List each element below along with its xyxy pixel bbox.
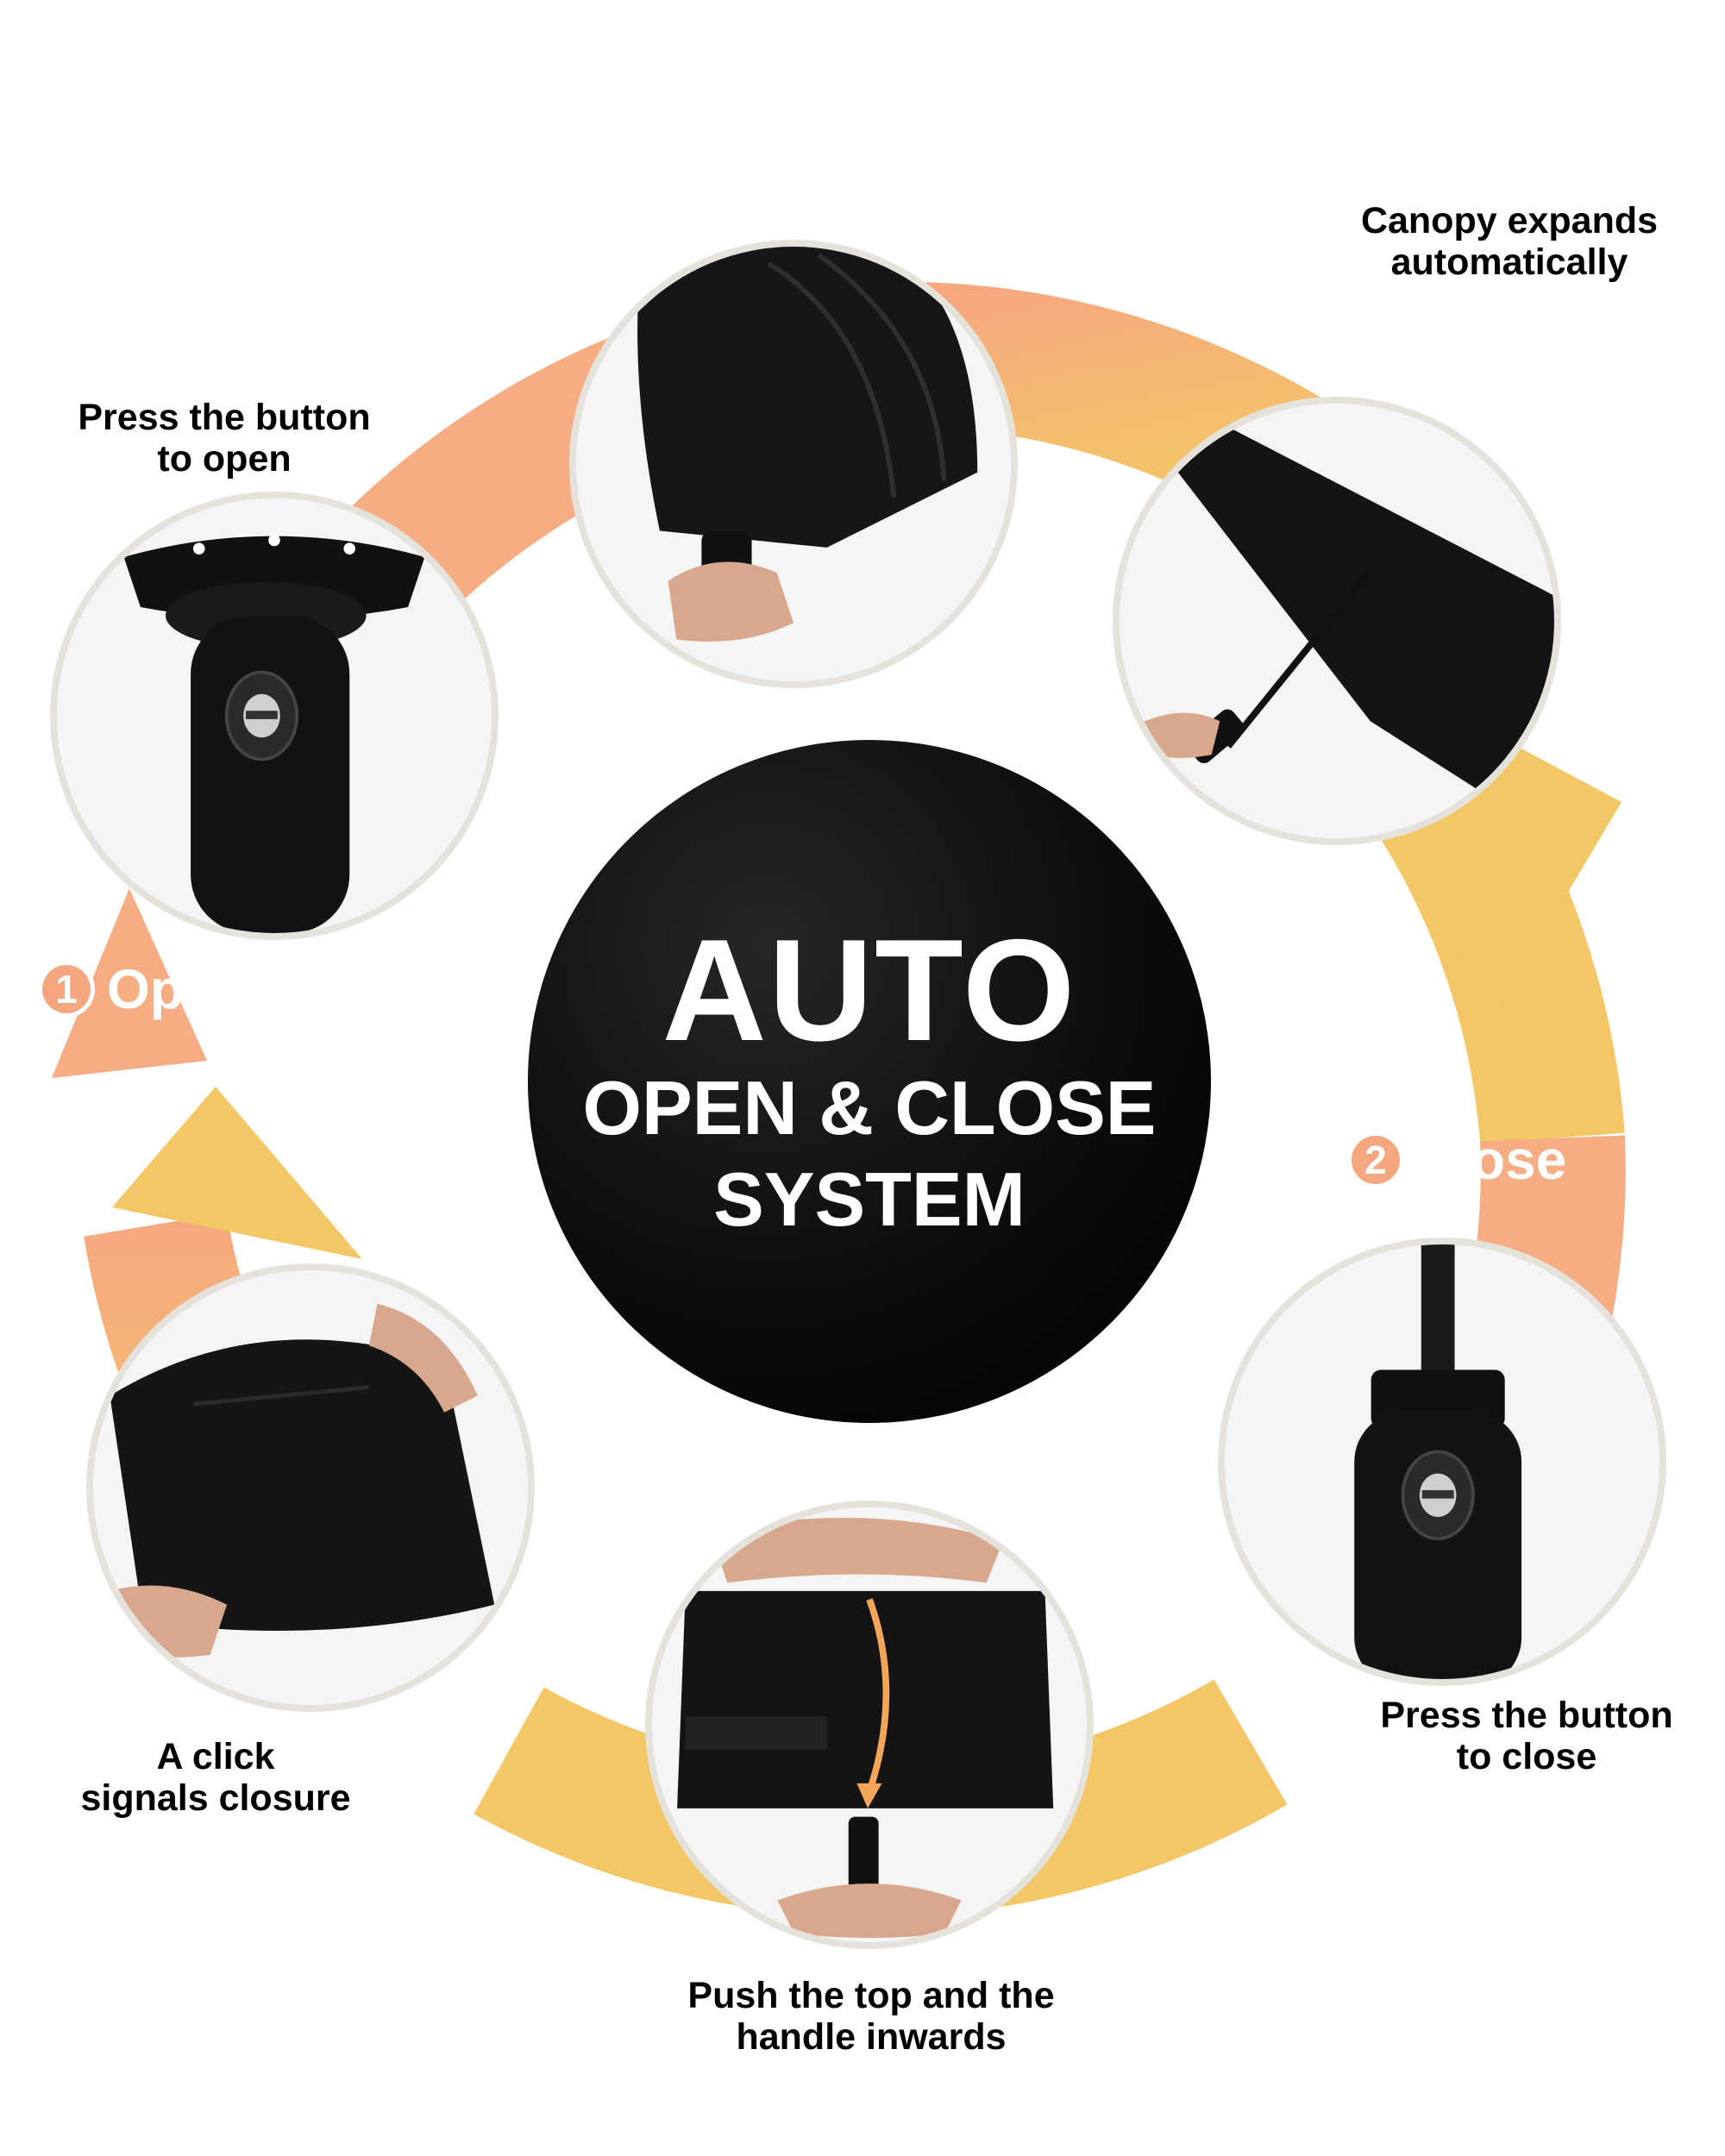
caption-line: Canopy expands [1360,200,1659,241]
step-close-number: 2 [1347,1131,1404,1188]
umbrella-handle-icon [57,498,492,933]
caption-line: Press the button [78,397,371,438]
photo-press-open [50,492,499,940]
push-umbrella-icon [652,1507,1087,1942]
caption-line: to open [157,438,292,479]
photo-open-canopy [1113,397,1561,845]
photo-press-close [1218,1238,1666,1686]
center-subtitle-line1: OPEN & CLOSE [582,1065,1157,1151]
photo-click-closure [86,1263,535,1712]
arrow-head-left [112,1087,362,1259]
center-title: AUTO [662,909,1077,1072]
caption-line: Press the button [1380,1695,1673,1736]
step-open-number: 1 [38,961,95,1018]
caption-line: signals closure [80,1777,351,1819]
closing-handle-icon [1225,1244,1659,1679]
caption-line: Push the top and the [687,1975,1055,2016]
step-open: 1 Open [38,957,248,1021]
caption-line: to close [1456,1736,1597,1777]
caption-push-inwards: Push the top and the handle inwards [647,1975,1095,2058]
caption-press-open: Press the button to open [34,397,414,479]
photo-push-inwards [645,1501,1094,1949]
folded-umbrella-icon [576,247,1011,681]
caption-click-closure: A click signals closure [34,1736,397,1819]
caption-canopy: Canopy expands automatically [1320,200,1699,283]
caption-press-close: Press the button to close [1346,1695,1708,1777]
caption-line: A click [156,1736,275,1777]
step-close: 2 Close [1347,1128,1566,1192]
caption-line: handle inwards [736,2016,1007,2058]
photo-folded-top [569,240,1018,688]
step-open-label: Open [107,958,248,1020]
open-umbrella-icon [1120,404,1554,838]
center-badge: AUTO OPEN & CLOSE SYSTEM [528,740,1211,1423]
center-subtitle-line2: SYSTEM [713,1156,1026,1242]
caption-line: automatically [1390,241,1628,283]
click-closure-icon [93,1270,528,1705]
step-close-label: Close [1416,1129,1567,1191]
